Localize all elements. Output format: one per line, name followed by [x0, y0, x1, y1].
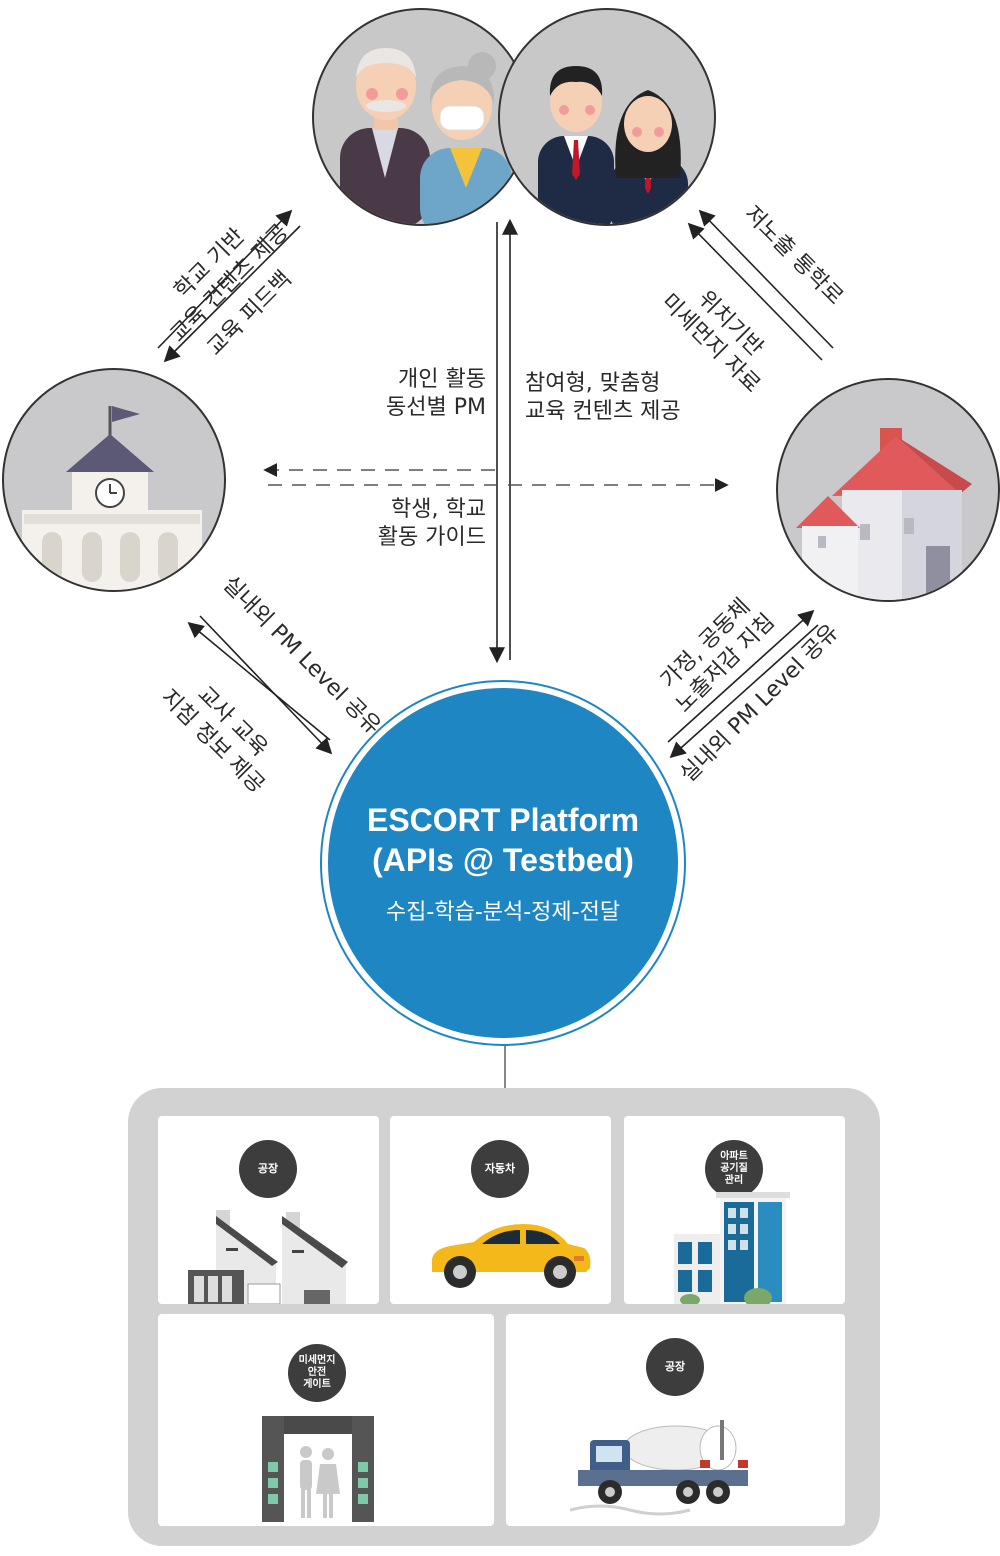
people-to-platform-label-2: 동선별 PM — [386, 395, 486, 420]
card-badge: 공장 — [239, 1140, 297, 1198]
seniors-circle — [312, 8, 530, 226]
testbed-card-apartment: 아파트 공기질 관리 — [624, 1116, 845, 1304]
arrow-platform-to-school — [187, 621, 331, 741]
factory-icon — [188, 1210, 348, 1304]
apartment-icon — [674, 1192, 790, 1304]
arrow-school-to-people — [157, 209, 293, 349]
platform-title-line1: ESCORT Platform — [366, 802, 640, 838]
platform-circle: ESCORT Platform (APIs @ Testbed) 수집-학습-분… — [320, 680, 686, 1046]
testbed-card-tanker: 공장 — [506, 1314, 845, 1526]
card-badge: 아파트 공기질 관리 — [705, 1140, 763, 1198]
card-badge: 자동차 — [471, 1140, 529, 1198]
testbed-card-car: 자동차 — [390, 1116, 611, 1304]
people-to-platform-label-1: 개인 활동 — [398, 367, 486, 392]
students-icon — [498, 8, 716, 226]
gate-icon — [262, 1416, 374, 1522]
testbed-panel: 공장 자동차 아파트 공기질 관리 — [128, 1088, 880, 1546]
arrow-platform-to-home — [667, 609, 815, 743]
seniors-icon — [312, 8, 530, 226]
arrow-people-to-school — [163, 225, 301, 363]
students-circle — [498, 8, 716, 226]
home-circle — [776, 378, 1000, 602]
testbed-card-gate: 미세먼지 안전 게이트 — [158, 1314, 494, 1526]
platform-to-people-label-2: 교육 컨텐츠 제공 — [525, 399, 681, 424]
school-circle — [2, 368, 227, 593]
school-icon — [2, 368, 226, 592]
platform-subtitle: 수집-학습-분석-정제-전달 — [385, 900, 621, 925]
arrow-school-to-platform — [199, 615, 333, 755]
card-badge: 공장 — [646, 1338, 704, 1396]
arrow-home-to-platform — [669, 624, 819, 759]
car-icon — [431, 1224, 591, 1288]
center-label-2: 활동 가이드 — [377, 525, 486, 550]
card-badge: 미세먼지 안전 게이트 — [288, 1344, 346, 1402]
testbed-card-factory: 공장 — [158, 1116, 379, 1304]
arrow-home-to-people-2 — [687, 222, 823, 361]
house-icon — [776, 378, 1000, 602]
platform-to-people-label-1: 참여형, 맞춤형 — [525, 371, 661, 396]
arrow-home-to-people-1 — [698, 209, 834, 349]
tanker-truck-icon — [570, 1420, 748, 1516]
center-label-1: 학생, 학교 — [391, 497, 486, 522]
platform-title-line2: (APIs @ Testbed) — [372, 842, 634, 878]
